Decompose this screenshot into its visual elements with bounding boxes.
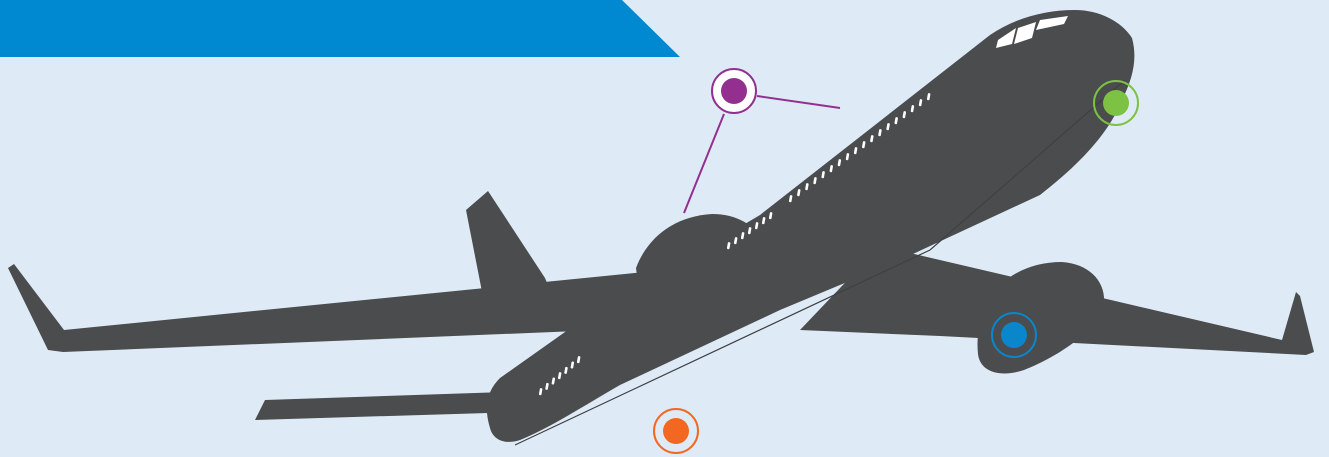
target-dot-icon [663, 418, 689, 444]
target-dot-icon [1103, 90, 1129, 116]
target-dot-icon [1001, 322, 1027, 348]
hotspot-purple[interactable] [712, 69, 756, 113]
left-wing [8, 264, 650, 352]
hotspot-orange[interactable] [654, 409, 698, 453]
tail-fin [466, 191, 552, 302]
header-banner [0, 0, 680, 57]
fuselage [487, 10, 1135, 442]
target-dot-icon [721, 78, 747, 104]
airplane-icon [8, 10, 1314, 442]
horizontal-stabilizer [255, 392, 520, 420]
